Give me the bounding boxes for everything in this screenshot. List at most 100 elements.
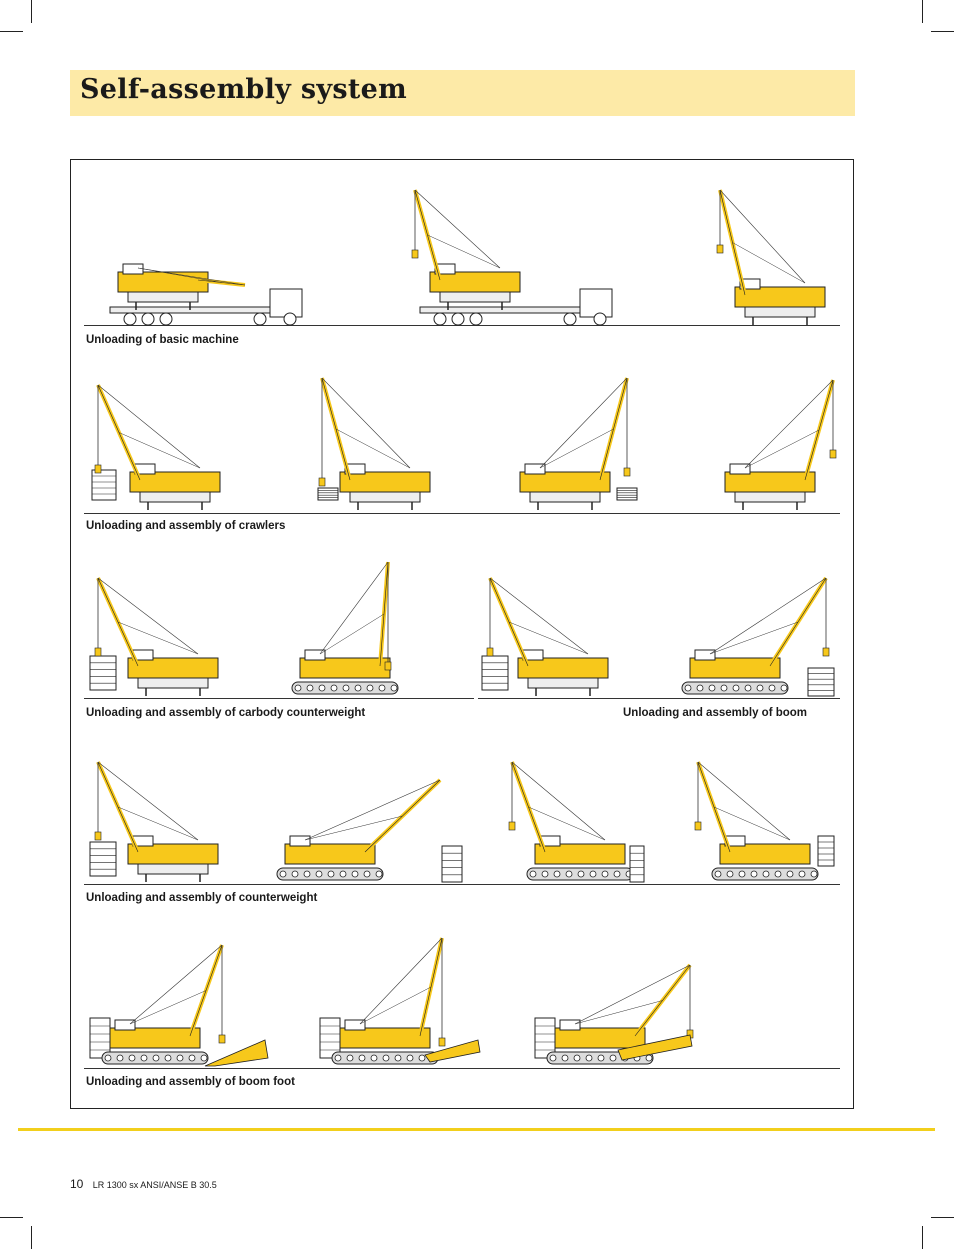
truck-wheel [159,312,173,326]
track-roller [279,870,287,878]
track-roller [164,1054,172,1062]
hook-block [829,449,837,459]
track-roller [140,1054,148,1062]
boom-foot-section [424,1039,481,1063]
track-roller [406,1054,414,1062]
track-roller [756,684,764,692]
track-roller [152,1054,160,1062]
component-load [481,655,509,691]
ground-line [84,698,474,699]
pendant-line [489,577,589,655]
track-roller [303,870,311,878]
hook-block [508,821,516,831]
pendant-line [713,806,791,841]
track-roller [291,870,299,878]
ground-line [84,884,840,885]
truck-cab [579,288,613,318]
track-roller [561,1054,569,1062]
component-load [89,655,117,691]
crop-mark [31,1226,32,1249]
crane-body [534,843,626,865]
track-roller [382,1054,390,1062]
truck-wheel [451,312,465,326]
track-roller [645,1054,653,1062]
crane-body [299,657,391,679]
crane-carbody [349,491,421,503]
track-roller [370,1054,378,1062]
crane-body [519,471,611,493]
trailer-deck [419,306,581,314]
crane-body [724,471,816,493]
pendant-line [539,377,628,469]
track-roller [597,1054,605,1062]
pendant-line [319,561,389,655]
track-roller [200,1054,208,1062]
pendant-line [129,944,223,1025]
truck-wheel [469,312,483,326]
crane-body [339,1027,431,1049]
track-roller [418,1054,426,1062]
pendant-line [709,621,799,655]
truck-cab [269,288,303,318]
pendant-line [359,986,432,1025]
truck-wheel [123,312,137,326]
caption-carbody-counterweight: Unloading and assembly of carbody counte… [86,707,366,719]
track-roller [363,870,371,878]
component-load [807,667,835,697]
track-roller [330,684,338,692]
component-load [317,487,339,501]
crane-body [719,843,811,865]
pendant-line [97,577,199,655]
track-roller [774,870,782,878]
crane-cab [344,1019,366,1031]
track-roller [334,1054,342,1062]
hook-block [411,249,419,259]
ground-line [84,1068,840,1069]
track-roller [188,1054,196,1062]
crane-carbody [127,291,199,303]
hook-block [94,831,102,841]
hook-block [438,1037,446,1047]
track-roller [366,684,374,692]
component-load [441,845,463,883]
truck-wheel [283,312,297,326]
document-reference: LR 1300 sx ANSI/ANSE B 30.5 [92,1180,217,1190]
track-roller [549,1054,557,1062]
pendant-line [359,937,443,1025]
track-roller [346,1054,354,1062]
crane-body [689,657,781,679]
track-roller [714,870,722,878]
crop-mark [922,0,923,23]
pendant-line [539,428,614,469]
pendant-line [97,384,201,469]
crane-body [127,843,219,865]
crane-cab [729,463,751,475]
crop-mark [31,0,32,23]
track-roller [573,1054,581,1062]
track-roller [541,870,549,878]
crane-body [517,657,609,679]
truck-wheel [141,312,155,326]
ground-line [478,698,840,699]
track-roller [613,870,621,878]
track-roller [780,684,788,692]
page-number: 10 [70,1177,84,1191]
hook-block [218,1034,226,1044]
track-roller [378,684,386,692]
pendant-line [719,189,806,284]
crane-cab [559,1019,581,1031]
crop-mark [931,1217,954,1218]
truck-wheel [563,312,577,326]
track-roller [176,1054,184,1062]
pendant-line [574,1000,663,1025]
crane-carbody [137,677,209,689]
track-roller [762,870,770,878]
hook-block [486,647,494,657]
track-roller [306,684,314,692]
crane-carbody [744,306,816,318]
component-load [91,469,117,501]
track-roller [768,684,776,692]
hook-block [716,244,724,254]
pendant-line [137,267,246,286]
track-roller [529,870,537,878]
